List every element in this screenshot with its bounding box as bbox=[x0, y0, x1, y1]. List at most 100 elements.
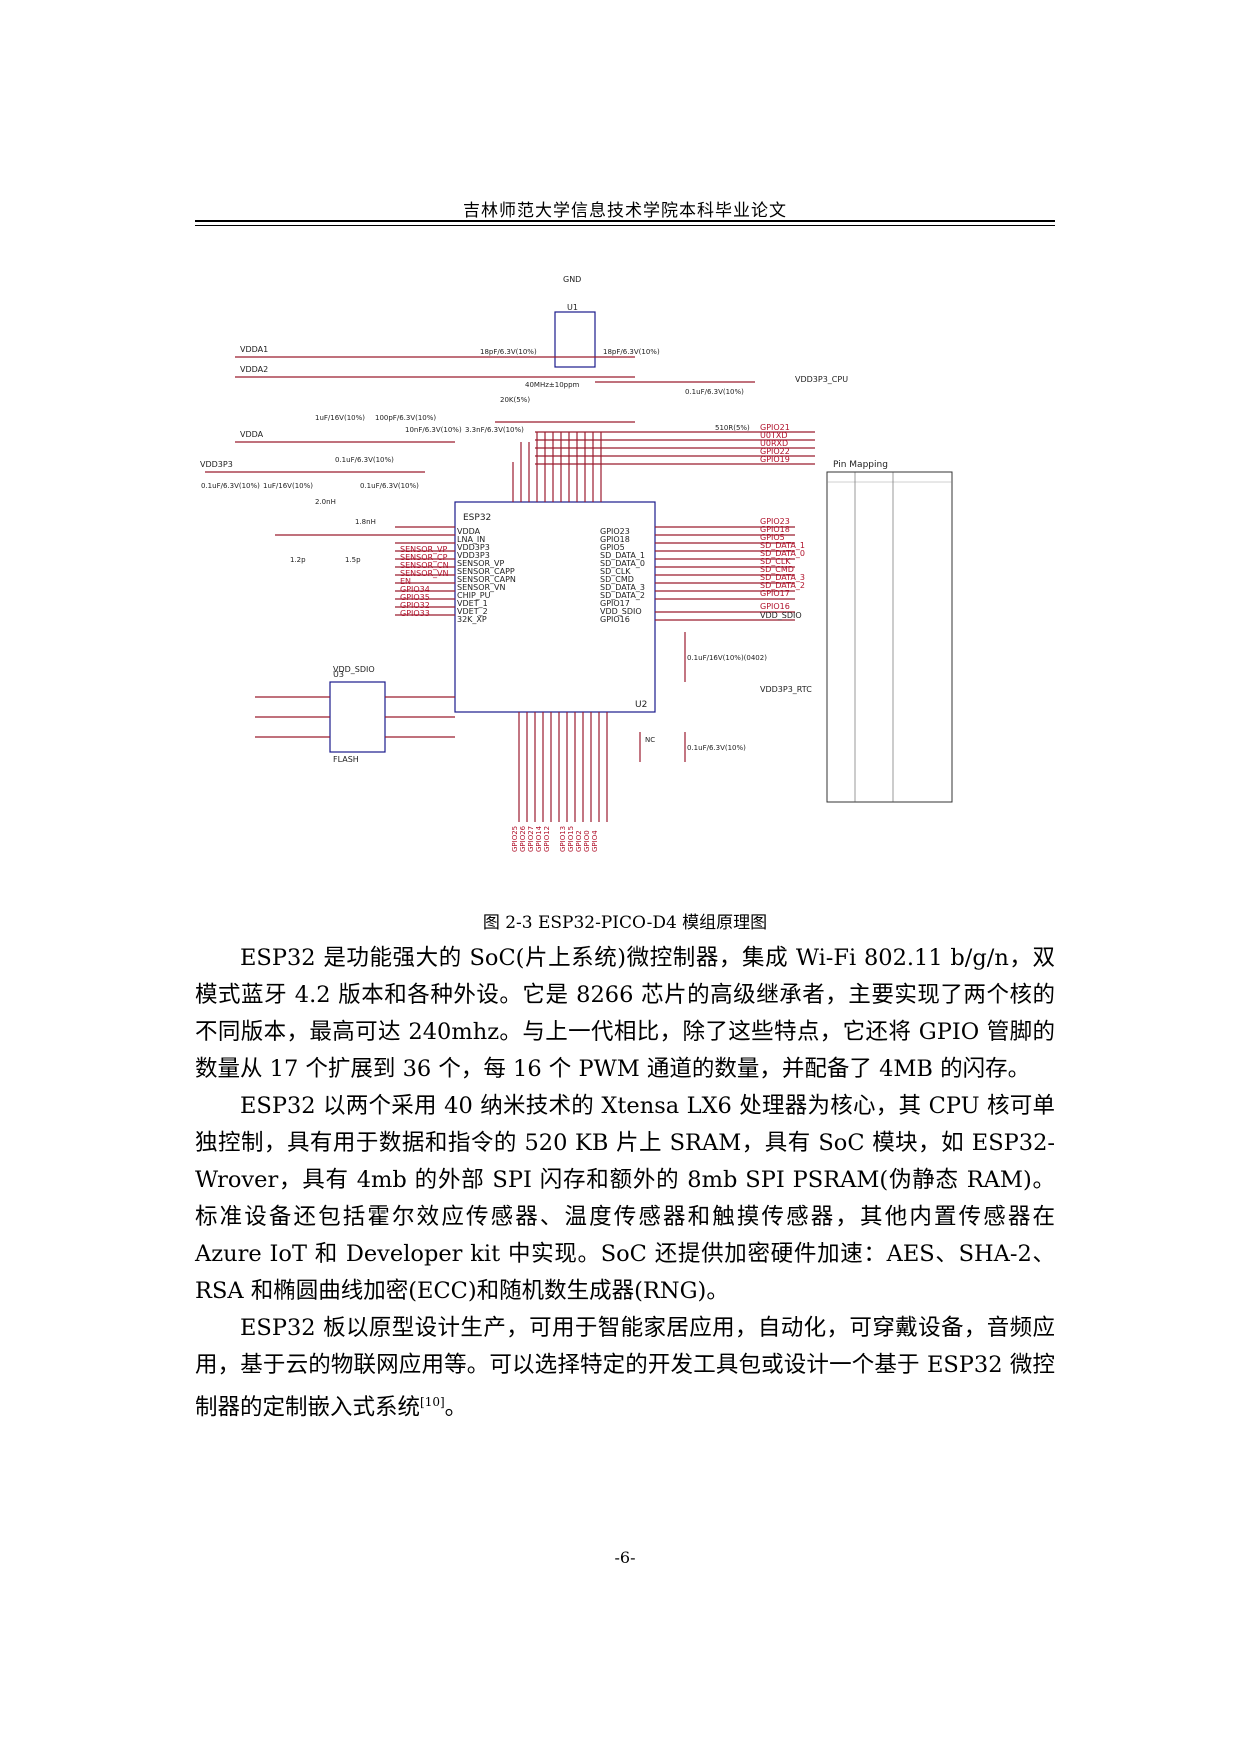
svg-text:GPIO13: GPIO13 bbox=[559, 826, 567, 852]
svg-text:GPIO26: GPIO26 bbox=[519, 825, 527, 852]
svg-text:NC: NC bbox=[645, 736, 655, 744]
svg-text:SENSOR_VP: SENSOR_VP bbox=[457, 559, 505, 568]
svg-text:VDD3P3: VDD3P3 bbox=[457, 543, 490, 552]
svg-text:SENSOR_VP: SENSOR_VP bbox=[400, 545, 448, 554]
svg-text:GPIO18: GPIO18 bbox=[600, 535, 630, 544]
svg-text:0.1uF/6.3V(10%): 0.1uF/6.3V(10%) bbox=[335, 456, 394, 464]
svg-text:GPIO17: GPIO17 bbox=[760, 589, 790, 598]
svg-text:U0TXD: U0TXD bbox=[760, 431, 787, 440]
svg-text:GPIO5: GPIO5 bbox=[760, 533, 785, 542]
svg-text:3.3nF/6.3V(10%): 3.3nF/6.3V(10%) bbox=[465, 426, 524, 434]
svg-text:GPIO15: GPIO15 bbox=[567, 826, 575, 852]
svg-text:VDD_SDIO: VDD_SDIO bbox=[333, 665, 375, 674]
svg-text:SENSOR_VN: SENSOR_VN bbox=[400, 569, 449, 578]
svg-text:0.1uF/6.3V(10%): 0.1uF/6.3V(10%) bbox=[687, 744, 746, 752]
svg-text:U0RXD: U0RXD bbox=[760, 439, 788, 448]
page-header: 吉林师范大学信息技术学院本科毕业论文 bbox=[463, 201, 787, 221]
svg-text:GPIO23: GPIO23 bbox=[760, 517, 790, 526]
svg-text:U2: U2 bbox=[635, 700, 647, 710]
paragraph-2: ESP32 以两个采用 40 纳米技术的 Xtensa LX6 处理器为核心，其… bbox=[195, 1093, 1055, 1304]
svg-text:EN: EN bbox=[400, 577, 411, 586]
svg-text:0.1uF/16V(10%)(0402): 0.1uF/16V(10%)(0402) bbox=[687, 654, 767, 662]
svg-text:GPIO19: GPIO19 bbox=[760, 455, 790, 464]
svg-text:SD_DATA_2: SD_DATA_2 bbox=[600, 591, 645, 600]
svg-text:VDDA2: VDDA2 bbox=[240, 365, 268, 374]
figure-caption: 图 2-3 ESP32-PICO-D4 模组原理图 bbox=[482, 913, 768, 933]
svg-text:GPIO25: GPIO25 bbox=[511, 826, 519, 852]
svg-text:GPIO22: GPIO22 bbox=[760, 447, 790, 456]
svg-text:GPIO12: GPIO12 bbox=[543, 826, 551, 852]
svg-text:GPIO16: GPIO16 bbox=[600, 615, 630, 624]
svg-text:GPIO16: GPIO16 bbox=[760, 602, 790, 611]
svg-text:20K(5%): 20K(5%) bbox=[500, 396, 530, 404]
schematic-figure: GND U1 40MHz±10ppm VDDA1 VDDA2 VDDA VDD3… bbox=[200, 275, 953, 852]
svg-text:SD_DATA_3: SD_DATA_3 bbox=[760, 573, 805, 582]
svg-text:0.1uF/6.3V(10%): 0.1uF/6.3V(10%) bbox=[201, 482, 260, 490]
svg-text:GPIO5: GPIO5 bbox=[600, 543, 625, 552]
svg-text:GPIO33: GPIO33 bbox=[400, 609, 430, 618]
header-rule-thin bbox=[195, 225, 1055, 226]
body-text: ESP32 是功能强大的 SoC(片上系统)微控制器，集成 Wi-Fi 802.… bbox=[195, 940, 1055, 1427]
svg-text:SD_DATA_1: SD_DATA_1 bbox=[760, 541, 805, 550]
svg-text:GPIO14: GPIO14 bbox=[535, 825, 543, 852]
svg-text:VDD3P3: VDD3P3 bbox=[200, 460, 233, 469]
svg-text:0.1uF/6.3V(10%): 0.1uF/6.3V(10%) bbox=[685, 388, 744, 396]
svg-text:510R(5%): 510R(5%) bbox=[715, 424, 750, 432]
page-number: -6- bbox=[614, 1548, 636, 1567]
svg-text:40MHz±10ppm: 40MHz±10ppm bbox=[525, 381, 580, 389]
svg-text:0.1uF/6.3V(10%): 0.1uF/6.3V(10%) bbox=[360, 482, 419, 490]
svg-text:SENSOR_CP: SENSOR_CP bbox=[400, 553, 448, 562]
u1-ref: U1 bbox=[567, 303, 578, 312]
pin-mapping-table bbox=[826, 471, 953, 803]
svg-text:FLASH: FLASH bbox=[333, 755, 359, 764]
svg-text:SD_CLK: SD_CLK bbox=[600, 567, 631, 576]
svg-text:GPIO21: GPIO21 bbox=[760, 423, 790, 432]
svg-text:1.5p: 1.5p bbox=[345, 556, 361, 564]
svg-text:SD_DATA_3: SD_DATA_3 bbox=[600, 583, 645, 592]
svg-text:SD_CMD: SD_CMD bbox=[760, 565, 794, 574]
svg-text:GPIO34: GPIO34 bbox=[400, 585, 430, 594]
svg-text:32K_XP: 32K_XP bbox=[457, 615, 487, 624]
svg-text:GND: GND bbox=[563, 275, 581, 284]
svg-text:18pF/6.3V(10%): 18pF/6.3V(10%) bbox=[480, 348, 537, 356]
svg-text:VDD_SDIO: VDD_SDIO bbox=[760, 611, 802, 620]
svg-text:CHIP_PU: CHIP_PU bbox=[457, 591, 491, 600]
esp32-name: ESP32 bbox=[463, 513, 491, 523]
svg-text:18pF/6.3V(10%): 18pF/6.3V(10%) bbox=[603, 348, 660, 356]
svg-text:SD_DATA_1: SD_DATA_1 bbox=[600, 551, 645, 560]
svg-text:GPIO18: GPIO18 bbox=[760, 525, 790, 534]
svg-text:VDDA: VDDA bbox=[240, 430, 264, 439]
svg-text:GPIO32: GPIO32 bbox=[400, 601, 430, 610]
svg-text:GPIO35: GPIO35 bbox=[400, 593, 430, 602]
svg-text:SENSOR_CN: SENSOR_CN bbox=[400, 561, 449, 570]
svg-text:SD_DATA_0: SD_DATA_0 bbox=[760, 549, 805, 558]
svg-text:1uF/16V(10%): 1uF/16V(10%) bbox=[263, 482, 313, 490]
svg-text:SD_DATA_0: SD_DATA_0 bbox=[600, 559, 645, 568]
svg-text:LNA_IN: LNA_IN bbox=[457, 535, 485, 544]
svg-text:100pF/6.3V(10%): 100pF/6.3V(10%) bbox=[375, 414, 436, 422]
svg-text:GPIO4: GPIO4 bbox=[591, 830, 599, 852]
svg-text:10nF/6.3V(10%): 10nF/6.3V(10%) bbox=[405, 426, 462, 434]
svg-text:SD_DATA_2: SD_DATA_2 bbox=[760, 581, 805, 590]
header-rule-thick bbox=[195, 220, 1055, 222]
svg-text:1.2p: 1.2p bbox=[290, 556, 306, 564]
svg-text:SENSOR_VN: SENSOR_VN bbox=[457, 583, 506, 592]
svg-text:SD_CLK: SD_CLK bbox=[760, 557, 791, 566]
svg-text:U3: U3 bbox=[333, 670, 344, 679]
svg-text:Pin Mapping: Pin Mapping bbox=[833, 460, 888, 470]
paragraph-1: ESP32 是功能强大的 SoC(片上系统)微控制器，集成 Wi-Fi 802.… bbox=[195, 945, 1055, 1082]
svg-text:SD_CMD: SD_CMD bbox=[600, 575, 634, 584]
svg-text:VDET_1: VDET_1 bbox=[457, 599, 488, 608]
svg-text:VDDA1: VDDA1 bbox=[240, 345, 268, 354]
svg-text:VDDA: VDDA bbox=[457, 527, 481, 536]
svg-text:GPIO27: GPIO27 bbox=[527, 826, 535, 852]
svg-text:GPIO23: GPIO23 bbox=[600, 527, 630, 536]
svg-text:VDD_SDIO: VDD_SDIO bbox=[600, 607, 642, 616]
svg-text:1.8nH: 1.8nH bbox=[355, 518, 376, 526]
svg-text:VDD3P3_RTC: VDD3P3_RTC bbox=[760, 685, 812, 694]
citation: [10] bbox=[420, 1395, 445, 1409]
svg-text:SENSOR_CAPP: SENSOR_CAPP bbox=[457, 567, 515, 576]
svg-text:GPIO2: GPIO2 bbox=[575, 830, 583, 852]
svg-text:SENSOR_CAPN: SENSOR_CAPN bbox=[457, 575, 516, 584]
paragraph-3: ESP32 板以原型设计生产，可用于智能家居应用，自动化，可穿戴设备，音频应用，… bbox=[195, 1315, 1055, 1421]
